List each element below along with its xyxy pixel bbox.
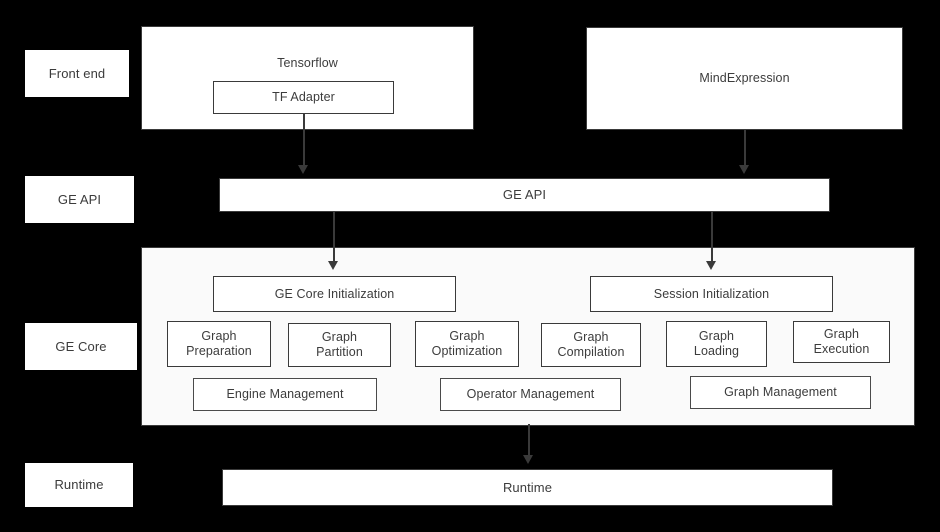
graph-execution-label: Graph Execution	[813, 327, 870, 356]
ge-api-band-label: GE API	[502, 187, 547, 203]
tier-label-runtime: Runtime	[25, 463, 133, 507]
graph-optimization-box[interactable]: Graph Optimization	[415, 321, 519, 367]
frontend-mindexpression-label: MindExpression	[699, 71, 790, 86]
graph-partition-box[interactable]: Graph Partition	[288, 323, 391, 367]
connector-ge-api-to-ge-core-init-line	[333, 212, 335, 263]
graph-preparation-box[interactable]: Graph Preparation	[167, 321, 271, 367]
frontend-tf-adapter-box[interactable]: TF Adapter	[213, 81, 394, 114]
connector-ge-api-to-session-init-arrowhead	[706, 261, 716, 270]
engine-management-label: Engine Management	[226, 387, 344, 402]
frontend-tf-adapter-label: TF Adapter	[272, 90, 335, 105]
graph-management-label: Graph Management	[724, 385, 837, 400]
tier-label-ge-api: GE API	[25, 176, 134, 223]
frontend-mindexpression-box[interactable]: MindExpression	[586, 27, 903, 130]
graph-compilation-box[interactable]: Graph Compilation	[541, 323, 641, 367]
connector-mindexpression-to-ge-api-line	[744, 130, 746, 167]
connector-mindexpression-to-ge-api-arrowhead	[739, 165, 749, 174]
frontend-tensorflow-label: Tensorflow	[277, 56, 338, 70]
runtime-band[interactable]: Runtime	[222, 469, 833, 506]
graph-partition-label: Graph Partition	[316, 330, 363, 359]
tier-label-front-end: Front end	[25, 50, 129, 97]
graph-loading-box[interactable]: Graph Loading	[666, 321, 767, 367]
tier-label-ge-core-text: GE Core	[55, 338, 107, 354]
ge-core-initialization-label: GE Core Initialization	[274, 286, 395, 301]
tier-label-runtime-text: Runtime	[54, 477, 104, 493]
graph-preparation-label: Graph Preparation	[186, 329, 252, 358]
ge-api-band[interactable]: GE API	[219, 178, 830, 212]
connector-ge-core-to-runtime-arrowhead	[523, 455, 533, 464]
operator-management-label: Operator Management	[466, 387, 595, 402]
ge-core-initialization-box[interactable]: GE Core Initialization	[213, 276, 456, 312]
graph-compilation-label: Graph Compilation	[557, 330, 625, 359]
connector-tf-adapter-to-ge-api-arrowhead	[298, 165, 308, 174]
session-initialization-box[interactable]: Session Initialization	[590, 276, 833, 312]
graph-loading-label: Graph Loading	[693, 329, 740, 358]
ge-core-panel: GE Core Initialization Session Initializ…	[141, 247, 915, 426]
tier-label-front-end-text: Front end	[48, 65, 106, 81]
tier-label-ge-api-text: GE API	[57, 191, 102, 207]
connector-tf-adapter-to-ge-api-line	[303, 114, 305, 167]
operator-management-box[interactable]: Operator Management	[440, 378, 621, 411]
graph-execution-box[interactable]: Graph Execution	[793, 321, 890, 363]
engine-management-box[interactable]: Engine Management	[193, 378, 377, 411]
graph-management-box[interactable]: Graph Management	[690, 376, 871, 409]
frontend-tensorflow-box[interactable]: Tensorflow	[141, 26, 474, 130]
connector-ge-core-to-runtime-line	[528, 424, 530, 457]
connector-ge-api-to-session-init-line	[711, 212, 713, 263]
session-initialization-label: Session Initialization	[653, 286, 770, 301]
connector-ge-api-to-ge-core-init-arrowhead	[328, 261, 338, 270]
runtime-band-label: Runtime	[502, 479, 553, 495]
tier-label-ge-core: GE Core	[25, 323, 137, 370]
graph-optimization-label: Graph Optimization	[431, 329, 503, 358]
